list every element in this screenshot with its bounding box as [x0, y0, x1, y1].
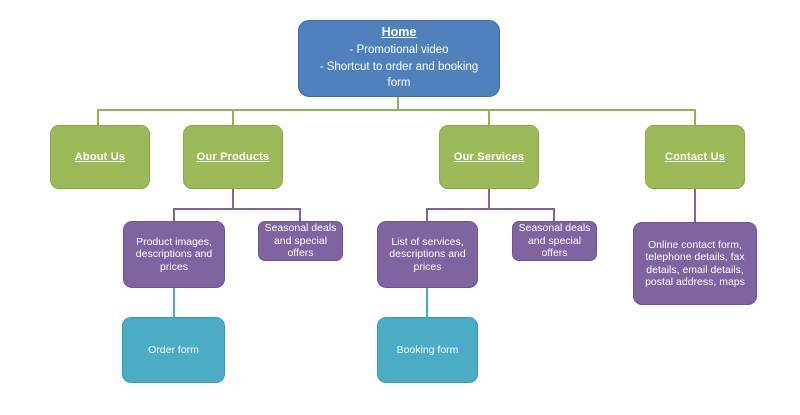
connector-drop-our-products [232, 109, 234, 126]
connector-booking-form [426, 288, 428, 318]
connector-products-rail [173, 208, 301, 210]
node-order-form: Order form [122, 317, 225, 383]
node-list-of-services: List of services, descriptions and price… [377, 221, 478, 288]
connector-drop-contact-us [694, 109, 696, 126]
node-booking-form: Booking form [377, 317, 478, 383]
node-our-products-label: Our Products [196, 151, 270, 163]
node-our-products: Our Products [183, 125, 283, 189]
node-seasonal-deals-services-label: Seasonal deals and special offers [518, 222, 591, 260]
connector-level2-rail [97, 109, 696, 111]
connector-order-form [173, 288, 175, 318]
node-home-bullet-2: - Shortcut to order and booking form [319, 60, 479, 90]
node-contact-us-label: Contact Us [664, 151, 726, 163]
node-contact-details-label: Online contact form, telephone details, … [645, 238, 745, 288]
connector-drop-seasonal-products [299, 208, 301, 222]
connector-drop-seasonal-services [553, 208, 555, 222]
node-about-us-label: About Us [74, 151, 126, 163]
connector-drop-about-us [97, 109, 99, 126]
node-home-title: Home [381, 25, 417, 39]
node-product-info-label: Product images, descriptions and prices [135, 235, 213, 273]
node-booking-form-label: Booking form [396, 343, 459, 356]
connector-services-riser [488, 189, 490, 210]
node-home-bullet-1: - Promotional video [349, 44, 449, 56]
connector-drop-list-of-services [426, 208, 428, 222]
node-seasonal-deals-products: Seasonal deals and special offers [258, 221, 343, 261]
node-seasonal-deals-products-label: Seasonal deals and special offers [264, 222, 337, 260]
node-product-info: Product images, descriptions and prices [123, 221, 225, 288]
node-our-services-label: Our Services [453, 151, 525, 163]
node-contact-details: Online contact form, telephone details, … [633, 222, 757, 305]
connector-products-riser [232, 189, 234, 210]
node-our-services: Our Services [439, 125, 539, 189]
node-list-of-services-label: List of services, descriptions and price… [389, 235, 466, 273]
connector-drop-our-services [488, 109, 490, 126]
node-contact-us: Contact Us [645, 125, 745, 189]
connector-contact-details [694, 189, 696, 222]
node-seasonal-deals-services: Seasonal deals and special offers [512, 221, 597, 261]
connector-drop-product-info [173, 208, 175, 222]
connector-services-rail [426, 208, 555, 210]
node-order-form-label: Order form [148, 343, 199, 356]
node-about-us: About Us [50, 125, 150, 189]
node-home: Home - Promotional video - Shortcut to o… [298, 20, 500, 97]
connector-home-riser [397, 97, 399, 110]
